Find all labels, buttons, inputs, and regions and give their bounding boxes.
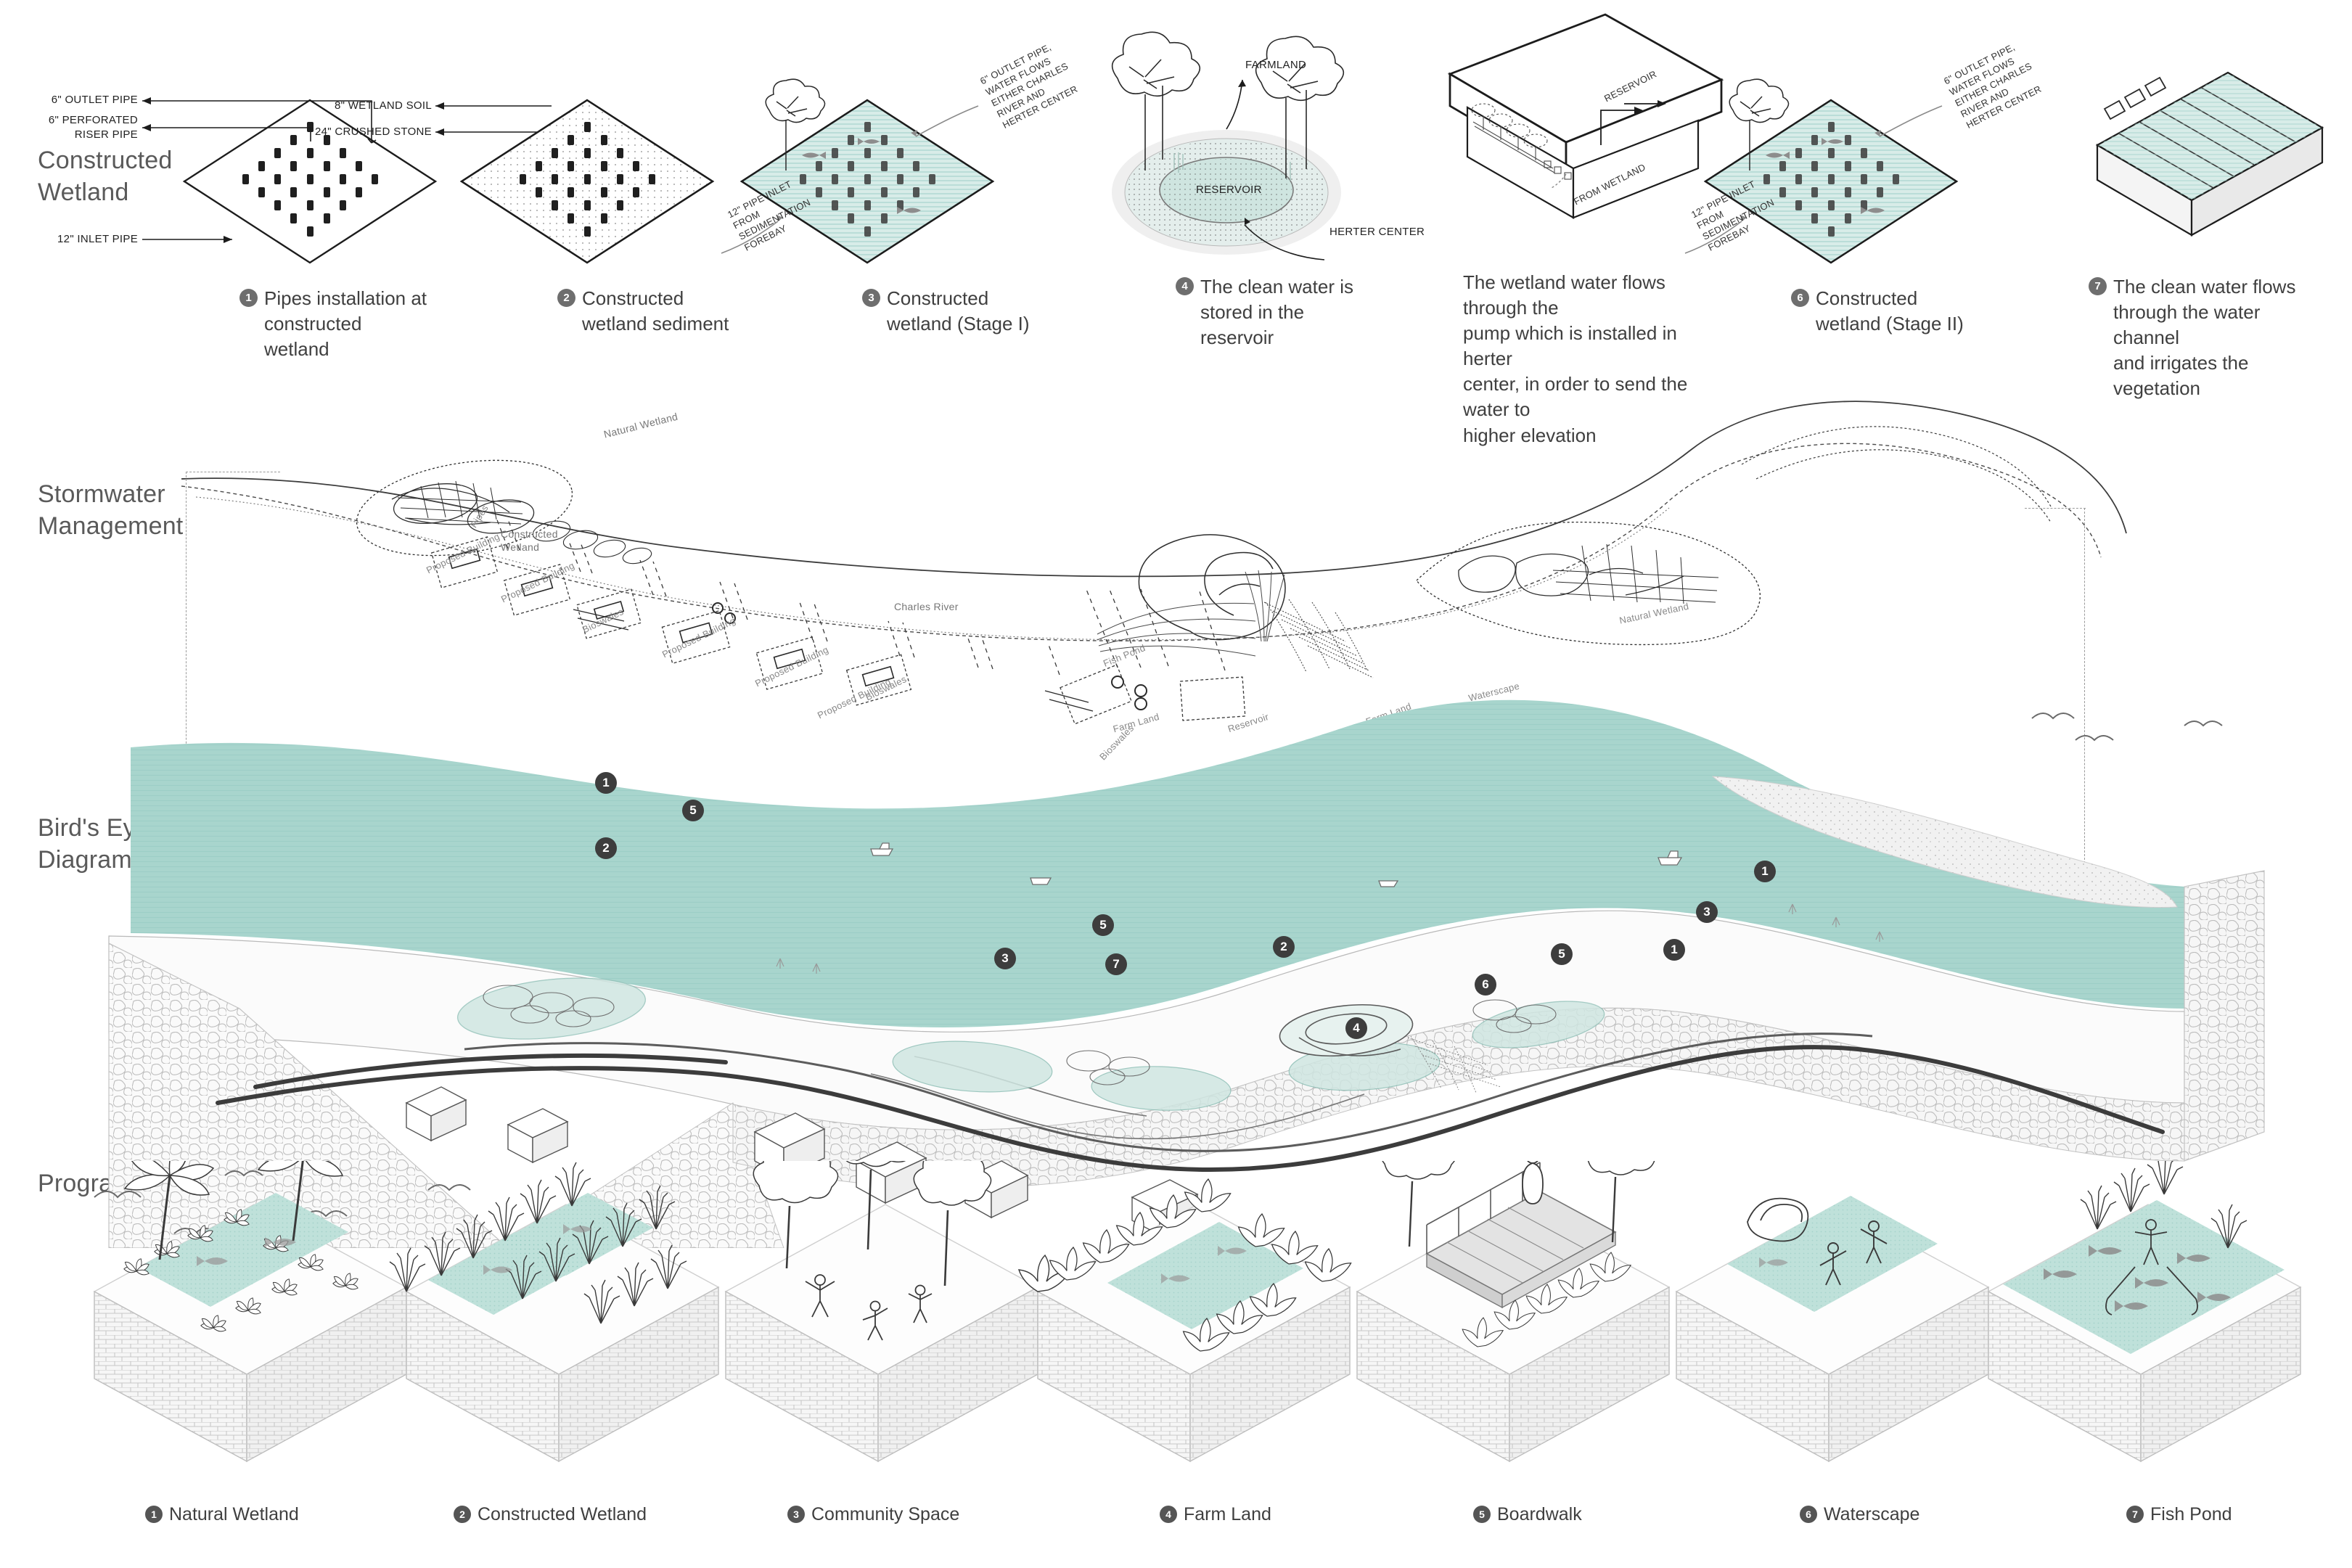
program-block-farm-land xyxy=(1017,1178,1352,1462)
program-block-boardwalk xyxy=(1356,1161,1670,1462)
process-caption-6: 6 Constructed wetland (Stage II) xyxy=(1791,286,1972,337)
program-block-natural-wetland xyxy=(94,1161,407,1462)
process-caption-2: 2 Constructed wetland sediment xyxy=(557,286,739,337)
program-block-waterscape xyxy=(1676,1196,1989,1462)
step-caption-6: Constructed wetland (Stage II) xyxy=(1816,287,1964,335)
program-caption-constructed-wetland: 2 Constructed Wetland xyxy=(454,1503,647,1525)
step-number-2: 2 xyxy=(557,289,575,307)
tile-constructed-wetland-stage-1 xyxy=(721,78,995,264)
program-caption-community-space: 3 Community Space xyxy=(787,1503,959,1525)
birds-eye-marker: 7 xyxy=(1105,953,1127,975)
birds-eye-marker: 5 xyxy=(1092,914,1114,936)
stormwater-plan xyxy=(181,401,2127,725)
annotation-crushed-stone: 24" CRUSHED STONE xyxy=(314,126,432,138)
tile-constructed-wetland-stage-2 xyxy=(1684,78,1959,264)
tile-pump-building xyxy=(1447,13,1724,219)
annotation-farmland: FARMLAND xyxy=(1245,59,1307,71)
step-caption-1: Pipes installation at constructed wetlan… xyxy=(264,287,427,361)
program-label-6: Waterscape xyxy=(1824,1504,1920,1524)
birds-eye-marker: 1 xyxy=(1663,939,1685,961)
birds-eye-marker: 5 xyxy=(682,800,704,821)
birds-eye-marker: 6 xyxy=(1475,974,1496,996)
program-number-7: 7 xyxy=(2126,1506,2144,1523)
program-caption-waterscape: 6 Waterscape xyxy=(1800,1503,1919,1525)
program-label-3: Community Space xyxy=(811,1504,960,1524)
birds-eye-diagram xyxy=(94,699,2265,1248)
projection-line-right-top xyxy=(2025,508,2086,509)
process-caption-5: The wetland water flows through the pump… xyxy=(1463,270,1724,448)
program-number-3: 3 xyxy=(787,1506,805,1523)
program-label-7: Fish Pond xyxy=(2150,1504,2232,1524)
annotation-perforated-riser-pipe: 6" PERFORATED RISER PIPE xyxy=(48,114,138,141)
birds-eye-marker: 2 xyxy=(1273,936,1295,958)
program-number-6: 6 xyxy=(1800,1506,1817,1523)
program-block-fish-pond xyxy=(1988,1161,2301,1462)
program-number-5: 5 xyxy=(1473,1506,1491,1523)
birds-eye-marker: 3 xyxy=(994,948,1016,969)
program-caption-farm-land: 4 Farm Land xyxy=(1160,1503,1271,1525)
program-label-2: Constructed Wetland xyxy=(478,1504,647,1524)
tile-wetland-sediment xyxy=(435,99,715,264)
step-caption-7: The clean water flows through the water … xyxy=(2113,276,2296,400)
birds-eye-marker: 3 xyxy=(1696,901,1718,923)
program-block-community-space xyxy=(725,1161,1038,1462)
process-caption-7: 7 The clean water flows through the wate… xyxy=(2089,274,2328,401)
step-number-6: 6 xyxy=(1791,289,1809,307)
callout-constructed-wetland-left: Constructed Wetland xyxy=(501,528,558,554)
annotation-inlet-pipe: 12" INLET PIPE xyxy=(57,233,138,245)
program-caption-boardwalk: 5 Boardwalk xyxy=(1473,1503,1582,1525)
section-label-stormwater-management: Stormwater Management xyxy=(38,480,184,540)
tile-reservoir xyxy=(1111,31,1345,260)
program-block-constructed-wetland xyxy=(389,1162,719,1462)
projection-line-left xyxy=(186,472,187,791)
step-number-3: 3 xyxy=(862,289,880,307)
annotation-reservoir: RESERVOIR xyxy=(1196,184,1262,196)
projection-line-right xyxy=(2084,508,2085,863)
annotation-outlet-pipe: 6" OUTLET PIPE xyxy=(51,94,138,106)
program-label-4: Farm Land xyxy=(1184,1504,1271,1524)
step-number-4: 4 xyxy=(1176,277,1194,295)
program-number-4: 4 xyxy=(1160,1506,1177,1523)
tile-water-channel xyxy=(2095,71,2324,237)
step-caption-5: The wetland water flows through the pump… xyxy=(1463,271,1688,446)
program-caption-fish-pond: 7 Fish Pond xyxy=(2126,1503,2232,1525)
birds-eye-marker: 1 xyxy=(595,772,617,794)
tile-pipes-installation xyxy=(142,97,438,264)
program-label-5: Boardwalk xyxy=(1497,1504,1582,1524)
birds-eye-marker: 1 xyxy=(1754,861,1776,882)
process-caption-4: 4 The clean water is stored in the reser… xyxy=(1176,274,1357,350)
step-number-1: 1 xyxy=(239,289,258,307)
section-label-constructed-wetland: Constructed Wetland xyxy=(38,147,173,206)
step-caption-3: Constructed wetland (Stage I) xyxy=(887,287,1030,335)
step-caption-2: Constructed wetland sediment xyxy=(582,287,729,335)
annotation-wetland-soil: 8" WETLAND SOIL xyxy=(334,99,432,112)
process-caption-3: 3 Constructed wetland (Stage I) xyxy=(862,286,1044,337)
birds-eye-marker: 5 xyxy=(1551,943,1573,965)
program-blocks xyxy=(94,1161,2301,1462)
program-number-1: 1 xyxy=(145,1506,163,1523)
program-label-1: Natural Wetland xyxy=(169,1504,299,1524)
program-caption-natural-wetland: 1 Natural Wetland xyxy=(145,1503,299,1525)
callout-charles-river: Charles River xyxy=(894,601,959,612)
process-caption-1: 1 Pipes installation at constructed wetl… xyxy=(239,286,428,362)
birds-eye-marker: 4 xyxy=(1345,1017,1367,1039)
process-row-graphics xyxy=(142,13,2324,264)
birds-eye-marker: 2 xyxy=(595,837,617,859)
step-number-7: 7 xyxy=(2089,277,2107,295)
step-caption-4: The clean water is stored in the reservo… xyxy=(1200,276,1353,349)
program-number-2: 2 xyxy=(454,1506,471,1523)
annotation-herter-center: HERTER CENTER xyxy=(1329,226,1425,238)
